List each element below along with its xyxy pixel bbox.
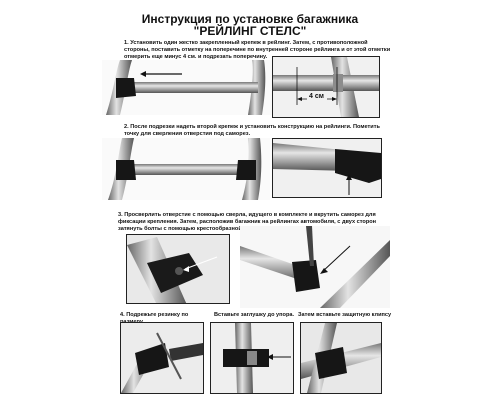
step-description: После подрезки надеть второй крепеж и ус… (124, 124, 380, 137)
step-description: Установить один жестко закрепленный креп… (124, 40, 391, 60)
step-3-photo-a (126, 234, 230, 304)
measure-label: 4 см (309, 93, 324, 100)
step-4-photo-a (120, 322, 204, 394)
step-4-photo-b (210, 322, 294, 394)
step-1-photo-b: 4 см (272, 56, 380, 118)
step-number: 4. (120, 312, 125, 318)
step-4-text-a: 4. Подрежьте резинку по размеру. (120, 312, 210, 326)
step-1-text: 1. Установить один жестко закрепленный к… (124, 40, 394, 60)
step-description: Подрежьте резинку по размеру. (120, 312, 189, 325)
step-2-photo-a (102, 138, 270, 200)
step-number: 1. (124, 40, 129, 46)
step-1-photo-a (102, 60, 272, 115)
step-number: 3. (118, 212, 123, 218)
page-title: Инструкция по установке багажника (141, 12, 359, 26)
step-description: Просверлить отверстие с помощью сверла, … (118, 212, 377, 232)
step-2-photo-b (272, 138, 382, 198)
step-4-text-b: Вставьте заглушку до упора. (214, 312, 295, 318)
page-subtitle: "РЕЙЛИНГ СТЕЛС" (193, 24, 307, 38)
step-4-text-c: Затем вставьте защитную клипсу (298, 312, 392, 318)
step-number: 2. (124, 124, 129, 130)
step-3-photo-b (240, 226, 390, 308)
step-4-photo-c (300, 322, 382, 394)
step-2-text: 2. После подрезки надеть второй крепеж и… (124, 124, 384, 138)
step-3-text: 3. Просверлить отверстие с помощью сверл… (118, 212, 390, 232)
